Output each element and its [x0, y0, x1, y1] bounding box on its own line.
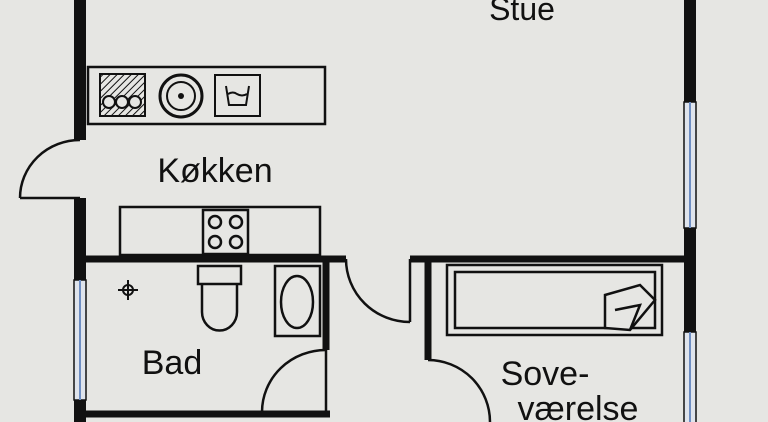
room-label-bedroom-line1: Sove- [501, 355, 590, 393]
bed-icon [445, 263, 664, 337]
washbasin-icon [273, 264, 322, 338]
left-window [73, 279, 87, 401]
bedroom-door [427, 358, 492, 422]
stove-icon [201, 208, 250, 256]
bathroom-door [260, 348, 328, 413]
kitchen-counter-lower [118, 205, 322, 257]
right-window-lower [683, 331, 697, 422]
room-label-bath: Bad [142, 344, 203, 382]
room-label-living: Stue [489, 0, 555, 27]
toilet-icon [196, 264, 243, 332]
washing-machine-icon [214, 74, 261, 117]
kitchen-hall-door [344, 258, 412, 324]
room-label-bedroom-line2: værelse [518, 390, 639, 422]
entrance-door [18, 138, 81, 200]
right-window-upper [683, 101, 697, 229]
floor-drain-icon [118, 280, 138, 300]
sink-icon [158, 73, 204, 119]
dish-rack-icon [99, 73, 146, 117]
kitchen-counter-upper [86, 65, 327, 126]
interior-walls [80, 255, 690, 418]
room-label-kitchen: Køkken [157, 152, 272, 190]
